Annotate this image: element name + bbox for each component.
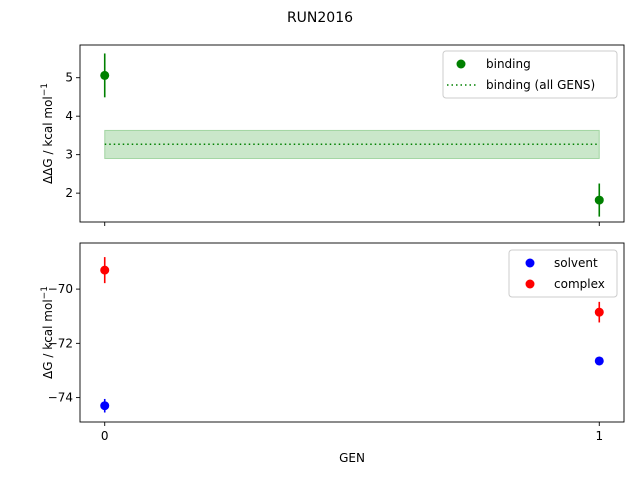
bottom-axes-frame <box>79 242 625 423</box>
binding-data-point <box>594 195 604 205</box>
solvent-data-point <box>594 356 604 366</box>
legend-marker-solvent <box>525 258 535 268</box>
legend-label-reference: binding (all GENS) <box>486 78 595 92</box>
bottom-x-tick-label: 0 <box>101 429 109 443</box>
top-y-tick-label: 2 <box>65 186 73 200</box>
bottom-legend: solvent complex <box>508 249 618 298</box>
complex-data-point <box>100 265 110 275</box>
bottom-x-tick-label: 1 <box>595 429 603 443</box>
bottom-panel: −74 −72 −70 0 1 ΔG / kcal mol−1 solvent complex <box>40 242 625 443</box>
legend-label-binding: binding <box>486 57 531 71</box>
legend-label-complex: complex <box>554 277 605 291</box>
bottom-y-tick-label: −74 <box>48 391 73 405</box>
top-y-tick-label: 5 <box>65 71 73 85</box>
figure-title: RUN2016 <box>287 10 353 26</box>
bottom-y-tick-label: −70 <box>48 282 73 296</box>
legend-marker-binding <box>456 59 466 69</box>
top-y-axis-label: ΔΔG / kcal mol−1 <box>40 83 55 184</box>
bottom-y-tick-label: −72 <box>48 336 73 350</box>
x-axis-label: GEN <box>339 451 365 465</box>
binding-data-point <box>100 70 110 80</box>
top-legend-box <box>442 50 618 99</box>
complex-data-point <box>594 307 604 317</box>
top-y-tick-label: 3 <box>65 148 73 162</box>
top-legend: binding binding (all GENS) <box>442 50 618 99</box>
top-axes-frame <box>79 44 625 223</box>
reference-band <box>104 129 600 160</box>
legend-label-solvent: solvent <box>554 256 598 270</box>
solvent-data-point <box>100 401 110 411</box>
legend-marker-complex <box>525 279 535 289</box>
bottom-legend-box <box>508 249 618 298</box>
top-y-tick-label: 4 <box>65 109 73 123</box>
bottom-y-axis-label: ΔG / kcal mol−1 <box>40 286 55 379</box>
